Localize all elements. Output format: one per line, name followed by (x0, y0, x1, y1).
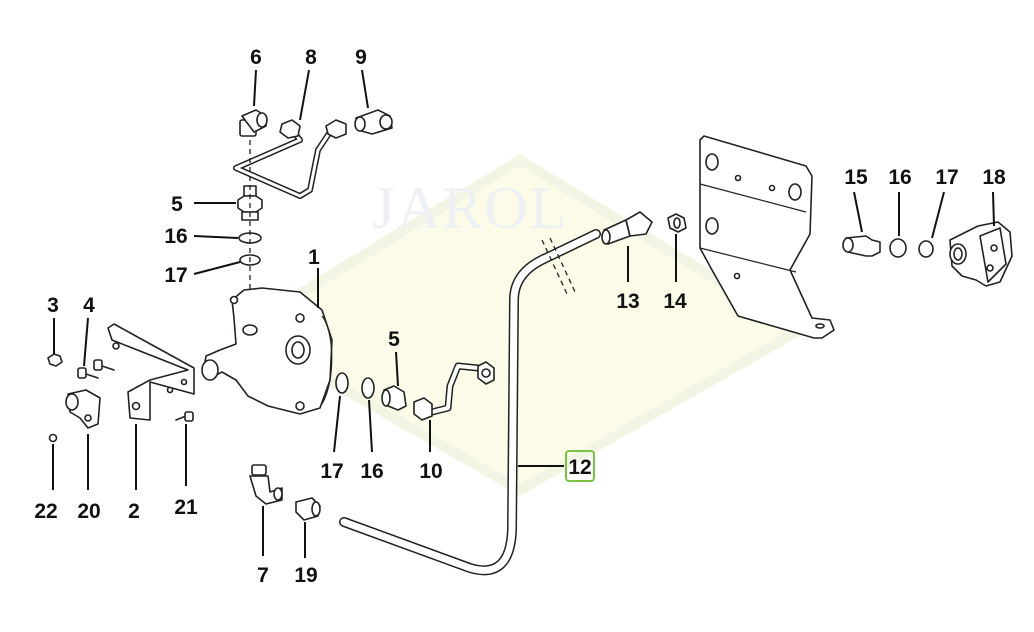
callout-20[interactable]: 20 (77, 500, 100, 523)
callout-5-mid[interactable]: 5 (388, 328, 400, 351)
callout-7[interactable]: 7 (257, 564, 269, 587)
mounting-plate (699, 135, 835, 339)
part-8-tube[interactable] (233, 119, 347, 199)
part-15-connector[interactable] (842, 235, 881, 257)
part-16-washer-mid[interactable] (361, 377, 375, 399)
callout-22[interactable]: 22 (34, 500, 57, 523)
part-22-small-nut[interactable] (48, 433, 58, 443)
part-3-nut[interactable] (47, 353, 63, 367)
part-20-clamp[interactable] (65, 389, 101, 429)
part-6-elbow-fitting[interactable] (239, 109, 268, 137)
highlight-box-12 (565, 450, 595, 482)
part-17-washer-mid[interactable] (335, 372, 349, 394)
part-1-valve-body[interactable] (201, 287, 333, 415)
callout-16-top[interactable]: 16 (164, 225, 187, 248)
callout-19[interactable]: 19 (294, 564, 317, 587)
part-17-washer-right[interactable] (918, 240, 934, 258)
part-10-tube[interactable] (413, 361, 495, 421)
part-5-adapter-mid[interactable] (381, 385, 407, 411)
part-12-pipe[interactable] (339, 229, 601, 576)
callout-17-right[interactable]: 17 (935, 166, 958, 189)
callout-14[interactable]: 14 (663, 290, 687, 313)
part-13-elbow-fitting[interactable] (601, 211, 653, 245)
callout-17-mid[interactable]: 17 (320, 460, 343, 483)
callout-16-mid[interactable]: 16 (360, 460, 383, 483)
watermark-text: JAROL (372, 175, 569, 241)
callout-1[interactable]: 1 (308, 246, 320, 269)
callout-16-right[interactable]: 16 (888, 166, 911, 189)
callout-15[interactable]: 15 (844, 166, 868, 189)
part-16-washer-right[interactable] (889, 238, 907, 258)
callout-8[interactable]: 8 (305, 46, 317, 69)
callout-18[interactable]: 18 (982, 166, 1006, 189)
callout-6[interactable]: 6 (250, 46, 262, 69)
part-19-plug[interactable] (295, 497, 321, 521)
callout-2[interactable]: 2 (128, 500, 140, 523)
part-14-nut[interactable] (667, 213, 687, 233)
callout-17-top[interactable]: 17 (164, 264, 187, 287)
part-7-elbow-fitting[interactable] (249, 464, 283, 505)
callout-4[interactable]: 4 (83, 294, 95, 317)
callout-10[interactable]: 10 (419, 460, 442, 483)
part-9-tee-fitting[interactable] (354, 109, 393, 135)
callout-12[interactable]: 12 (568, 456, 591, 479)
watermark: JAROL (230, 154, 810, 496)
callout-21[interactable]: 21 (174, 496, 198, 519)
watermark-diamond (230, 154, 810, 496)
callout-5-top[interactable]: 5 (171, 193, 183, 216)
part-18-coupling-head[interactable] (949, 221, 1013, 287)
callouts: 6 8 9 5 16 17 1 3 4 22 20 2 21 7 19 17 1… (34, 46, 1006, 587)
part-21-bolt[interactable] (175, 411, 194, 422)
part-4-bolt[interactable] (77, 359, 115, 379)
callout-3[interactable]: 3 (47, 294, 59, 317)
callout-9[interactable]: 9 (355, 46, 367, 69)
callout-13[interactable]: 13 (616, 290, 639, 313)
part-2-bracket[interactable] (107, 323, 195, 421)
leader-lines (52, 69, 995, 558)
